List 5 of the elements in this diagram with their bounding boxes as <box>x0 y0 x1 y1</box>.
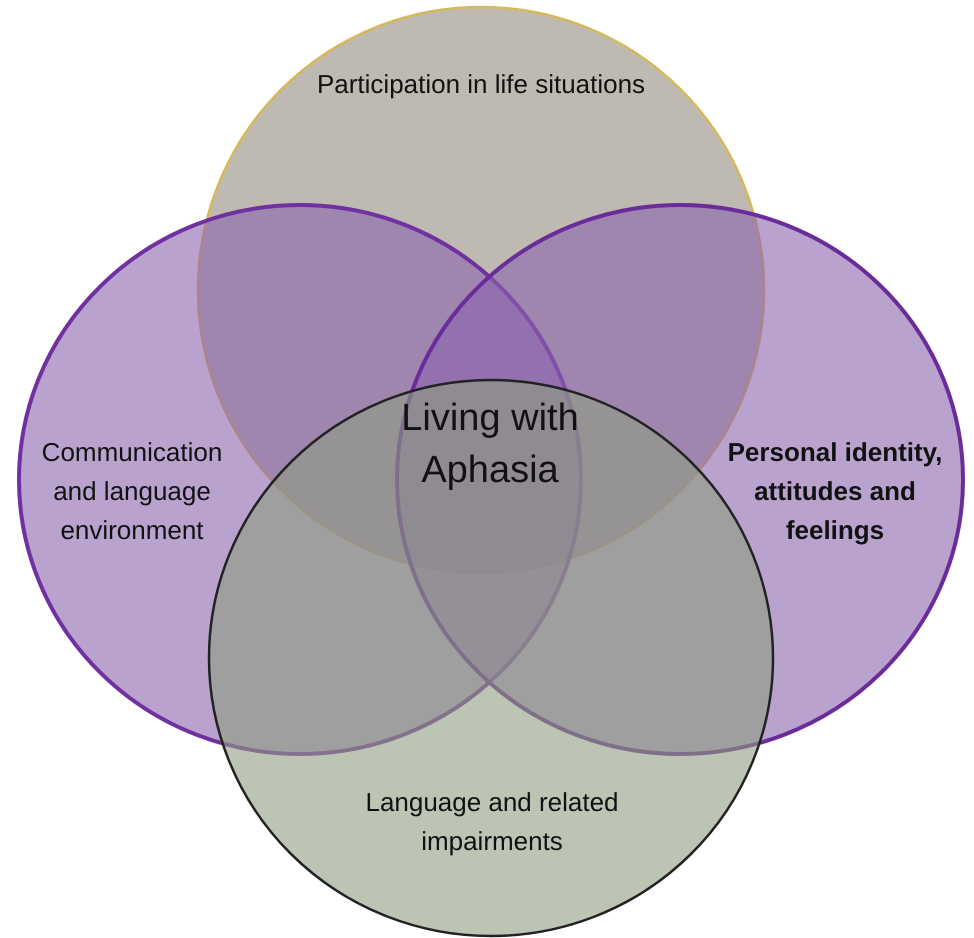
center-title: Living with Aphasia <box>400 396 580 493</box>
circle-label: Language and related impairments <box>364 786 620 858</box>
circle-label: Personal identity, attitudes and feelings <box>726 436 944 547</box>
circle-label: Participation in life situations <box>316 68 646 101</box>
circle-label: Communication and language environment <box>40 436 224 547</box>
